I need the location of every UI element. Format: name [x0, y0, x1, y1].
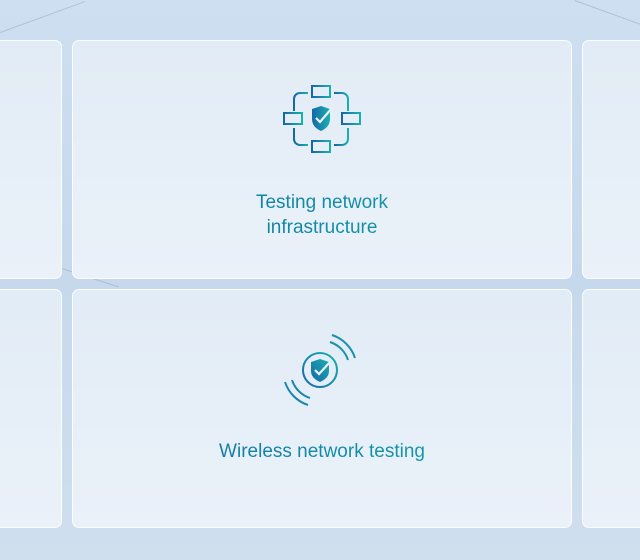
card-title: Testing network infrastructure	[73, 190, 571, 240]
card-title-line2: infrastructure	[266, 217, 378, 238]
card-partial-right-top	[582, 40, 640, 279]
card-title-line1: Testing network	[255, 192, 388, 213]
bg-line	[0, 1, 85, 33]
card-wireless-network-testing[interactable]: Wireless network testing	[72, 289, 572, 528]
card-partial-left-top	[0, 40, 62, 279]
wireless-shield-icon	[284, 332, 360, 408]
card-title: Wireless network testing	[73, 439, 571, 464]
network-shield-icon	[280, 83, 364, 159]
bg-line	[574, 0, 640, 29]
card-testing-network-infrastructure[interactable]: Testing network infrastructure	[72, 40, 572, 279]
card-partial-right-bottom	[582, 289, 640, 528]
card-partial-left-bottom	[0, 289, 62, 528]
